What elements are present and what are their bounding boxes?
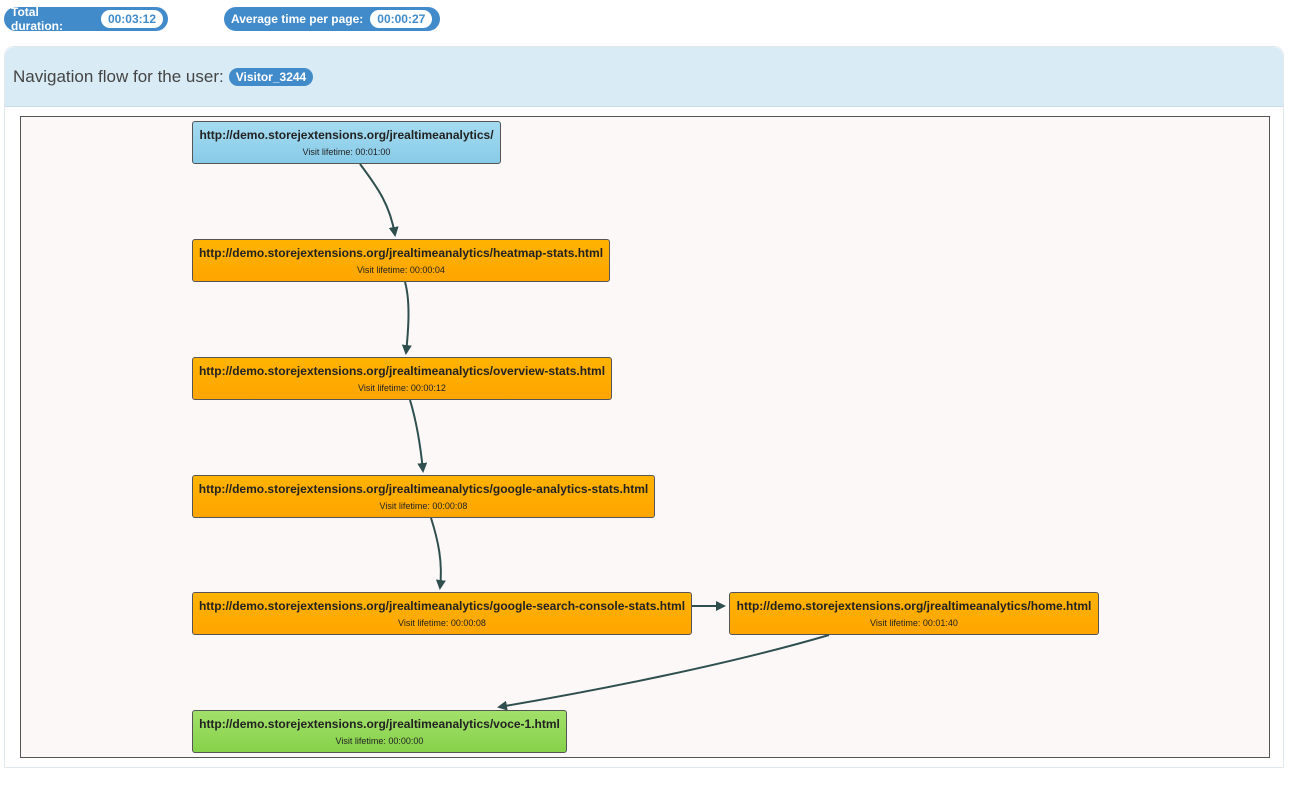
panel-title: Navigation flow for the user: bbox=[13, 66, 224, 86]
node-lifetime: Visit lifetime: 00:00:00 bbox=[335, 736, 424, 746]
node-url: http://demo.storejextensions.org/jrealti… bbox=[199, 717, 560, 731]
panel-header: Navigation flow for the user: Visitor_32… bbox=[5, 47, 1283, 107]
node-url: http://demo.storejextensions.org/jrealti… bbox=[198, 246, 604, 260]
node-lifetime: Visit lifetime: 00:00:08 bbox=[379, 501, 468, 511]
flow-node-overview-stats[interactable]: http://demo.storejextensions.org/jrealti… bbox=[192, 357, 612, 400]
average-time-badge: Average time per page: 00:00:27 bbox=[224, 7, 440, 31]
average-time-value: 00:00:27 bbox=[370, 10, 433, 28]
total-duration-value: 00:03:12 bbox=[100, 10, 163, 28]
node-lifetime: Visit lifetime: 00:00:04 bbox=[357, 265, 445, 275]
node-lifetime: Visit lifetime: 00:00:08 bbox=[398, 618, 486, 628]
visitor-badge: Visitor_3244 bbox=[228, 67, 314, 86]
average-time-label: Average time per page: bbox=[231, 12, 364, 26]
flow-node-heatmap-stats[interactable]: http://demo.storejextensions.org/jrealti… bbox=[192, 239, 610, 282]
node-url: http://demo.storejextensions.org/jrealti… bbox=[198, 482, 649, 496]
total-duration-badge: Total duration: 00:03:12 bbox=[4, 5, 168, 33]
node-url: http://demo.storejextensions.org/jrealti… bbox=[199, 128, 494, 142]
node-lifetime: Visit lifetime: 00:01:00 bbox=[302, 147, 391, 157]
node-url: http://demo.storejextensions.org/jrealti… bbox=[198, 364, 606, 378]
total-duration-label: Total duration: bbox=[11, 5, 63, 33]
node-lifetime: Visit lifetime: 00:00:12 bbox=[358, 383, 446, 393]
navigation-graph bbox=[20, 116, 1270, 758]
flow-node-start[interactable]: http://demo.storejextensions.org/jrealti… bbox=[192, 121, 501, 164]
flow-node-google-search-console-stats[interactable]: http://demo.storejextensions.org/jrealti… bbox=[192, 592, 692, 635]
flow-node-voce-1[interactable]: http://demo.storejextensions.org/jrealti… bbox=[192, 710, 567, 753]
node-url: http://demo.storejextensions.org/jrealti… bbox=[198, 599, 686, 613]
node-lifetime: Visit lifetime: 00:01:40 bbox=[870, 618, 958, 628]
flow-node-home[interactable]: http://demo.storejextensions.org/jrealti… bbox=[729, 592, 1099, 635]
flow-node-google-analytics-stats[interactable]: http://demo.storejextensions.org/jrealti… bbox=[192, 475, 655, 518]
node-url: http://demo.storejextensions.org/jrealti… bbox=[736, 599, 1092, 613]
